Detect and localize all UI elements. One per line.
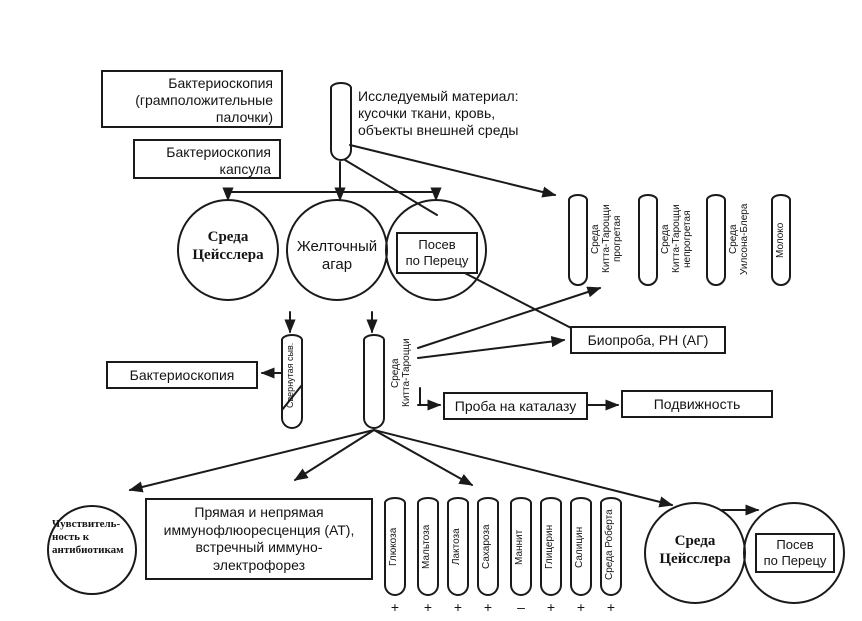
sugar-sign-lactose: + bbox=[453, 599, 463, 615]
sugar-label-sucrose: Сахароза bbox=[481, 524, 492, 570]
zeissler-label: Среда Цейсслера bbox=[192, 229, 264, 263]
sugar-label-salicin: Салицин bbox=[574, 526, 585, 568]
source-material-tube bbox=[330, 82, 352, 161]
material-label: Исследуемый материал: кусочки ткани, кро… bbox=[358, 88, 519, 138]
right-tube-1 bbox=[568, 194, 588, 286]
right-tube-4 bbox=[771, 194, 791, 286]
sugar-label-maltose: Мальтоза bbox=[421, 524, 432, 570]
bottom-pasteur-circle bbox=[743, 502, 845, 604]
sugar-sign-salicin: + bbox=[576, 599, 586, 615]
serum-tube bbox=[281, 334, 303, 429]
right-tube-2 bbox=[638, 194, 658, 286]
catalase-box: Проба на каталазу bbox=[443, 392, 588, 420]
sugar-label-lactose: Лактоза bbox=[451, 528, 462, 566]
bottom-pasteur-text: Посев по Перецу bbox=[763, 537, 827, 568]
immuno-box: Прямая и непрямая иммунофлюоресценция (А… bbox=[145, 498, 373, 580]
pasteur-sowing-box: Посев по Перецу bbox=[396, 232, 478, 274]
sugar-sign-sucrose: + bbox=[483, 599, 493, 615]
serum-tube-label: Свернутая сыв. bbox=[285, 342, 295, 408]
catalase-text: Проба на каталазу bbox=[454, 398, 577, 414]
sugar-sign-maltose: + bbox=[423, 599, 433, 615]
bacterioscopy-gram-box: Бактериоскопия (грамположительные палочк… bbox=[101, 70, 283, 128]
sugar-label-glycerol: Глицерин bbox=[544, 524, 555, 570]
bacterioscopy-middle-box: Бактериоскопия bbox=[106, 361, 258, 389]
sugar-sign-glucose: + bbox=[390, 599, 400, 615]
motility-box: Подвижность bbox=[621, 390, 773, 418]
motility-text: Подвижность bbox=[653, 396, 741, 412]
pasteur-sowing-text: Посев по Перецу bbox=[405, 237, 469, 268]
sugar-label-glucose: Глюкоза bbox=[388, 527, 399, 567]
sugar-label-robert: Среда Роберта bbox=[604, 509, 615, 581]
bacterioscopy-capsule-text: Бактериоскопия капсула bbox=[166, 144, 271, 177]
bacterioscopy-gram-text: Бактериоскопия (грамположительные палочк… bbox=[135, 75, 273, 125]
bioprobe-text: Биопроба, РН (АГ) bbox=[587, 332, 709, 348]
bioprobe-box: Биопроба, РН (АГ) bbox=[570, 326, 726, 354]
immuno-text: Прямая и непрямая иммунофлюоресценция (А… bbox=[163, 504, 355, 573]
sensitivity-label: Чувствитель- ность к антибиотикам bbox=[52, 518, 124, 557]
sugar-sign-robert: + bbox=[606, 599, 616, 615]
milk-label: Молоко bbox=[775, 222, 786, 258]
bottom-pasteur-box: Посев по Перецу bbox=[755, 533, 835, 573]
sugar-label-mannitol: Маннит bbox=[514, 529, 525, 565]
right-tube-3 bbox=[706, 194, 726, 286]
sugar-sign-glycerol: + bbox=[546, 599, 556, 615]
kitt-tube bbox=[363, 334, 385, 429]
sugar-sign-mannitol: – bbox=[517, 599, 525, 615]
yolk-agar-label: Желточный агар bbox=[296, 238, 378, 273]
bacterioscopy-capsule-box: Бактериоскопия капсула bbox=[133, 139, 281, 179]
sensitivity-circle bbox=[47, 505, 137, 595]
bacterioscopy-middle-text: Бактериоскопия bbox=[129, 367, 235, 383]
bottom-zeissler-label: Среда Цейсслера bbox=[659, 533, 731, 567]
